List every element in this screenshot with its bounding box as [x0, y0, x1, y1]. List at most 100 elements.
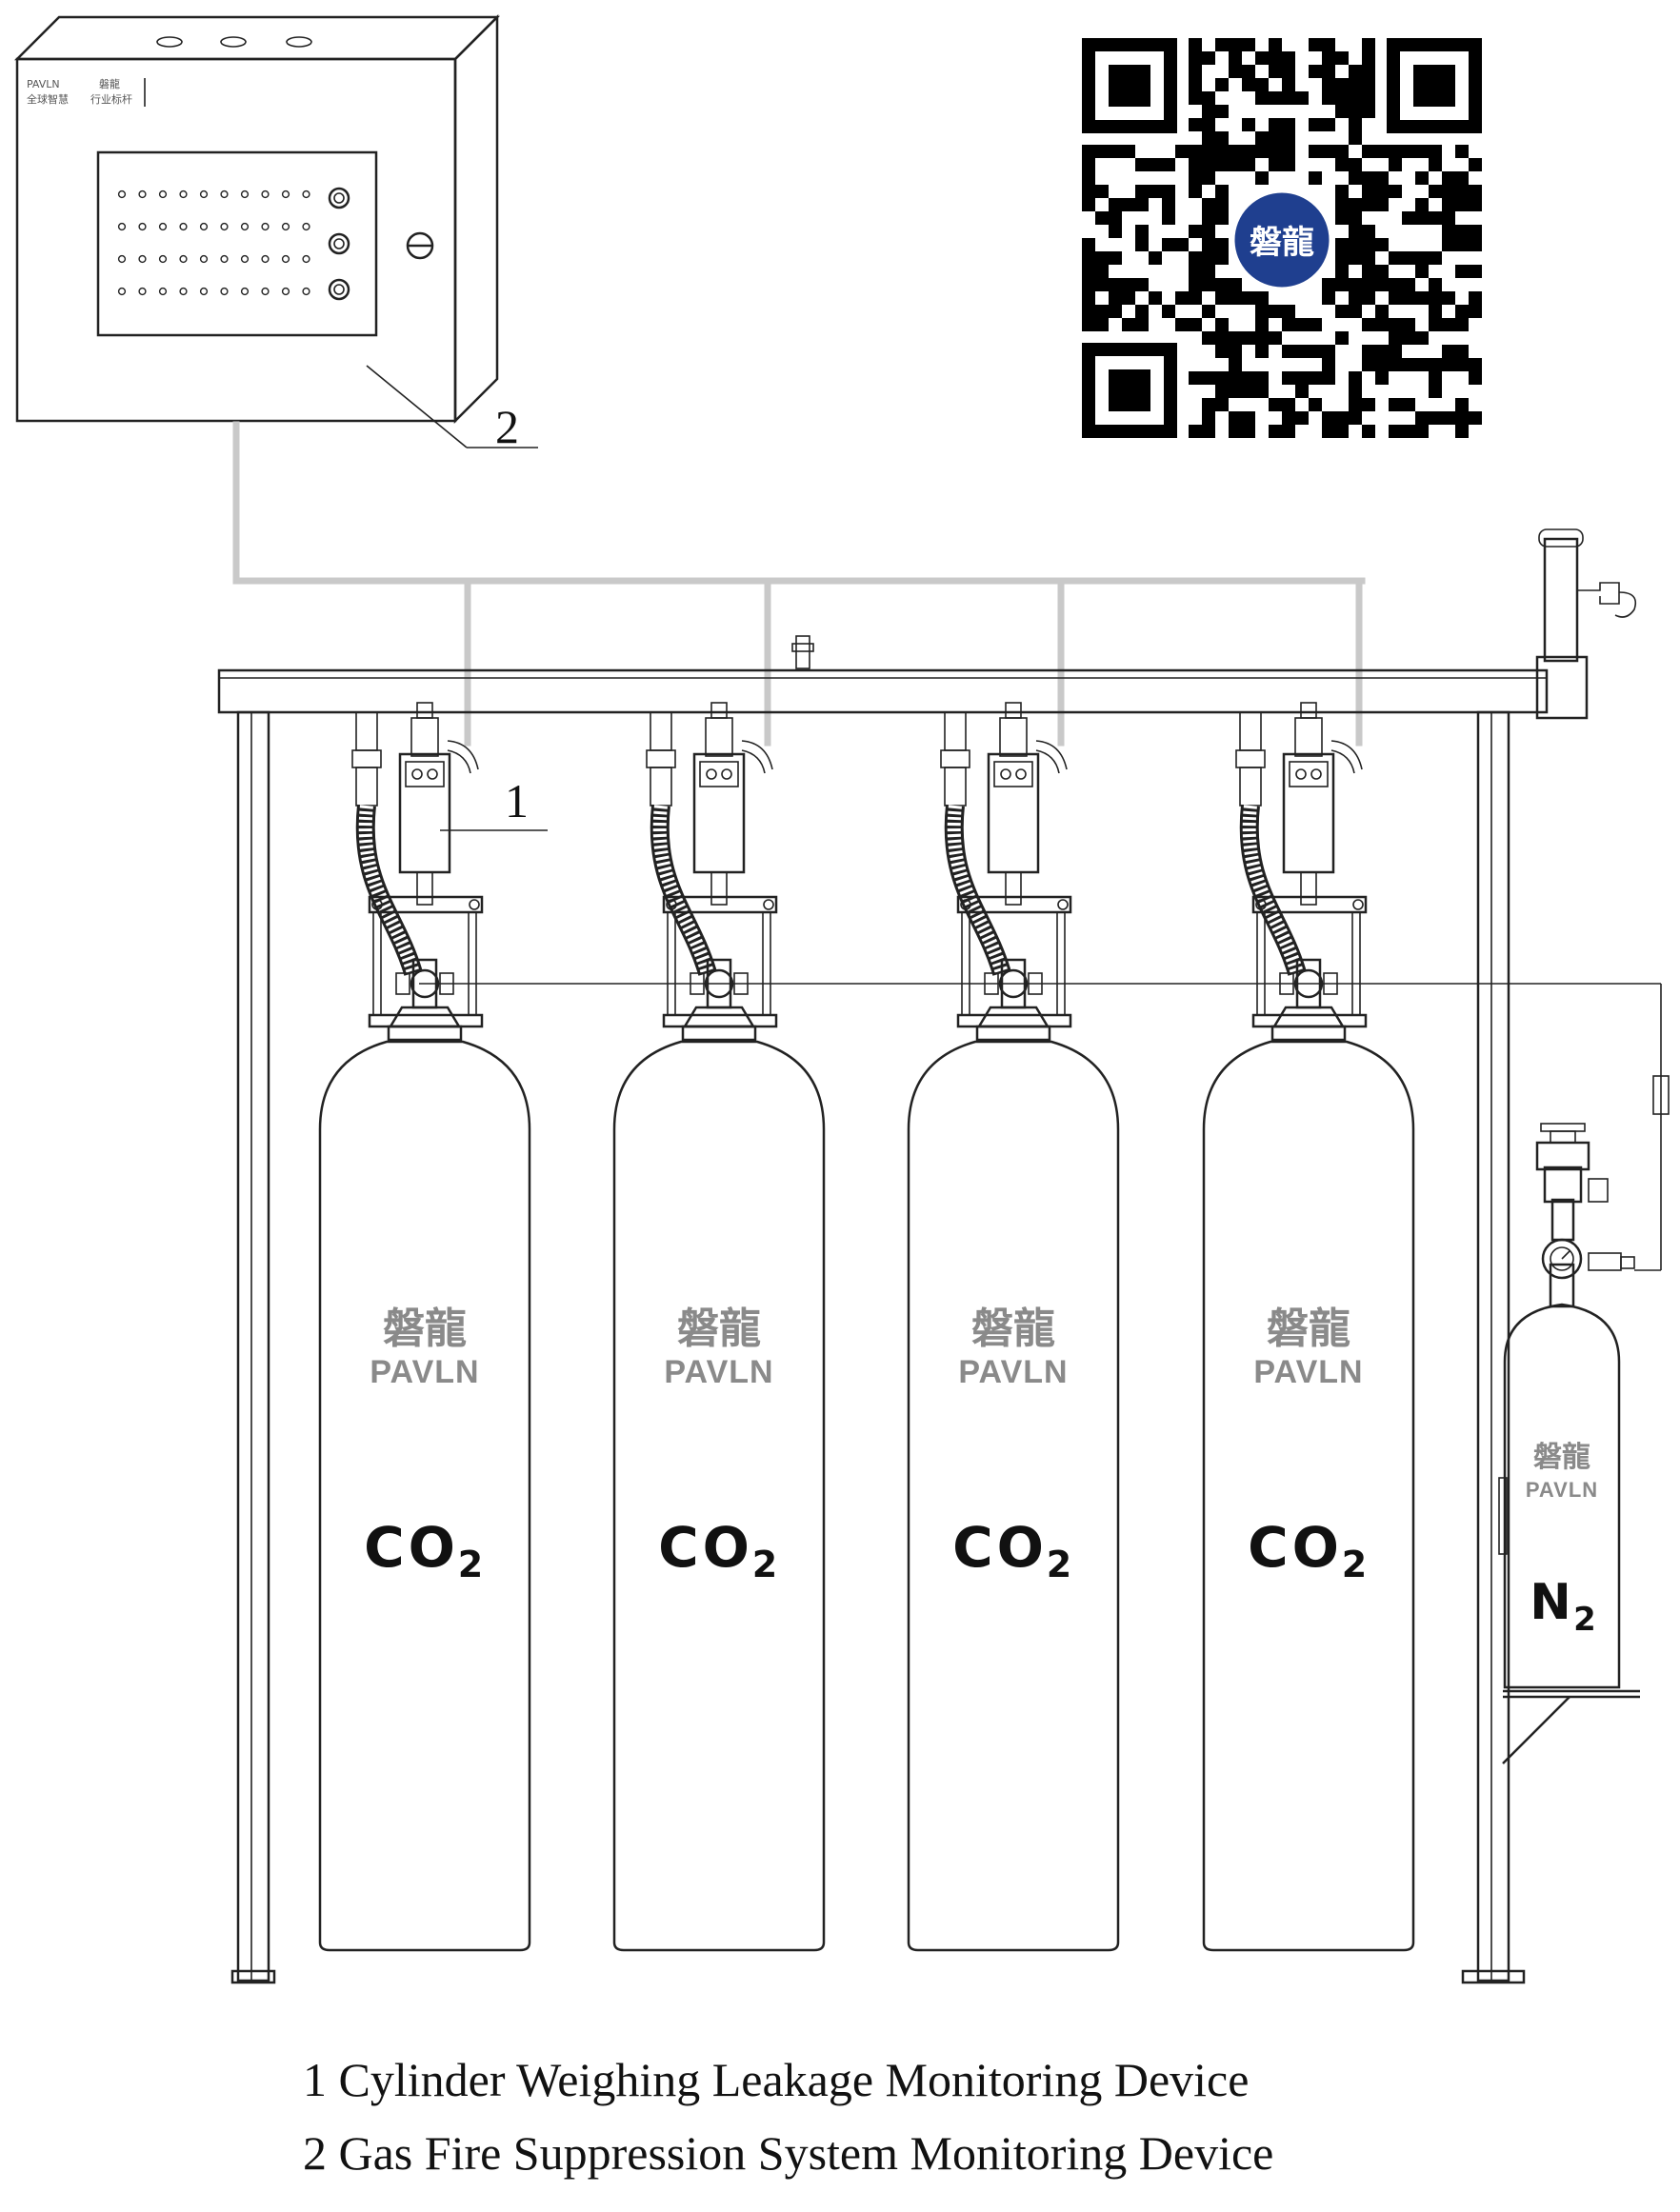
qr-module — [1389, 185, 1402, 198]
qr-module — [1429, 251, 1442, 265]
qr-module — [1362, 145, 1375, 158]
qr-module — [1202, 51, 1215, 65]
qr-module — [1335, 305, 1349, 318]
qr-module — [1269, 305, 1282, 318]
panel-indicator-dot — [179, 189, 188, 199]
qr-module — [1375, 238, 1389, 251]
qr-module — [1309, 171, 1322, 185]
qr-module — [1349, 251, 1362, 265]
qr-module — [1122, 318, 1135, 331]
cylinder-label-brand: PAVLN — [1253, 1354, 1363, 1390]
qr-module — [1389, 145, 1402, 158]
qr-module — [1082, 198, 1095, 211]
qr-module — [1189, 51, 1202, 65]
qr-module — [1429, 291, 1442, 305]
qr-module — [1309, 145, 1322, 158]
qr-module — [1349, 225, 1362, 238]
panel-indicator-dot — [261, 189, 270, 199]
qr-module — [1309, 38, 1322, 51]
qr-module — [1455, 225, 1469, 238]
panel-indicator-dot — [158, 222, 168, 231]
qr-module — [1309, 371, 1322, 385]
qr-module — [1215, 278, 1229, 291]
panel-indicator-dot — [240, 189, 250, 199]
qr-module — [1229, 65, 1242, 78]
qr-module — [1335, 265, 1349, 278]
qr-module — [1389, 345, 1402, 358]
qr-module — [1362, 425, 1375, 438]
qr-module — [1375, 278, 1389, 291]
qr-module — [1202, 371, 1215, 385]
qr-module — [1269, 118, 1282, 131]
legend-item-2: 2 Gas Fire Suppression System Monitoring… — [303, 2126, 1274, 2180]
panel-indicator-dot — [220, 189, 229, 199]
qr-module — [1189, 185, 1202, 198]
qr-module — [1362, 78, 1375, 91]
qr-module — [1229, 51, 1242, 65]
qr-module — [1429, 278, 1442, 291]
qr-module — [1389, 158, 1402, 171]
qr-module — [1082, 238, 1095, 251]
qr-module — [1362, 65, 1375, 78]
qr-module — [1415, 211, 1429, 225]
qr-module — [1242, 145, 1255, 158]
cylinder-label-gas: CO — [364, 1515, 459, 1580]
qr-module — [1162, 185, 1175, 198]
qr-module — [1295, 411, 1309, 425]
qr-module — [1402, 398, 1415, 411]
qr-module — [1335, 198, 1349, 211]
qr-module — [1455, 198, 1469, 211]
qr-module — [1362, 278, 1375, 291]
qr-module — [1282, 118, 1295, 131]
qr-module — [1455, 358, 1469, 371]
qr-module — [1149, 185, 1162, 198]
qr-module — [1229, 358, 1242, 371]
qr-module — [1202, 265, 1215, 278]
qr-module — [1349, 398, 1362, 411]
qr-module — [1415, 331, 1429, 345]
qr-module — [1362, 38, 1375, 51]
qr-module — [1362, 251, 1375, 265]
qr-module — [1122, 198, 1135, 211]
qr-module — [1282, 131, 1295, 145]
qr-module — [1269, 425, 1282, 438]
qr-module — [1082, 158, 1095, 171]
qr-logo-text: 磐龍 — [1250, 224, 1314, 262]
qr-module — [1402, 331, 1415, 345]
qr-module — [1215, 331, 1229, 345]
qr-module — [1202, 238, 1215, 251]
qr-module — [1415, 291, 1429, 305]
qr-module — [1442, 225, 1455, 238]
qr-module — [1255, 305, 1269, 318]
qr-module — [1389, 278, 1402, 291]
qr-module — [1362, 185, 1375, 198]
qr-module — [1322, 425, 1335, 438]
qr-module — [1335, 331, 1349, 345]
panel-indicator-dot — [179, 222, 188, 231]
qr-module — [1349, 411, 1362, 425]
qr-module — [1202, 411, 1215, 425]
qr-module — [1415, 198, 1429, 211]
qr-module — [1082, 278, 1095, 291]
qr-module — [1375, 371, 1389, 385]
qr-module — [1415, 358, 1429, 371]
panel-indicator-dot — [199, 254, 209, 264]
qr-module — [1402, 318, 1415, 331]
weighing-device — [1282, 702, 1363, 906]
cylinder-label-brand: PAVLN — [370, 1354, 479, 1390]
qr-module — [1402, 425, 1415, 438]
panel-indicator-dot — [158, 287, 168, 296]
qr-module — [1282, 305, 1295, 318]
qr-module — [1362, 265, 1375, 278]
qr-module — [1295, 371, 1309, 385]
qr-module — [1109, 145, 1122, 158]
qr-module — [1349, 198, 1362, 211]
qr-module — [1175, 318, 1189, 331]
qr-module — [1215, 238, 1229, 251]
qr-module — [1349, 238, 1362, 251]
qr-module — [1442, 411, 1455, 425]
qr-module — [1322, 358, 1335, 371]
qr-module — [1255, 345, 1269, 358]
cylinder-label-gas-sub: 2 — [752, 1544, 777, 1585]
